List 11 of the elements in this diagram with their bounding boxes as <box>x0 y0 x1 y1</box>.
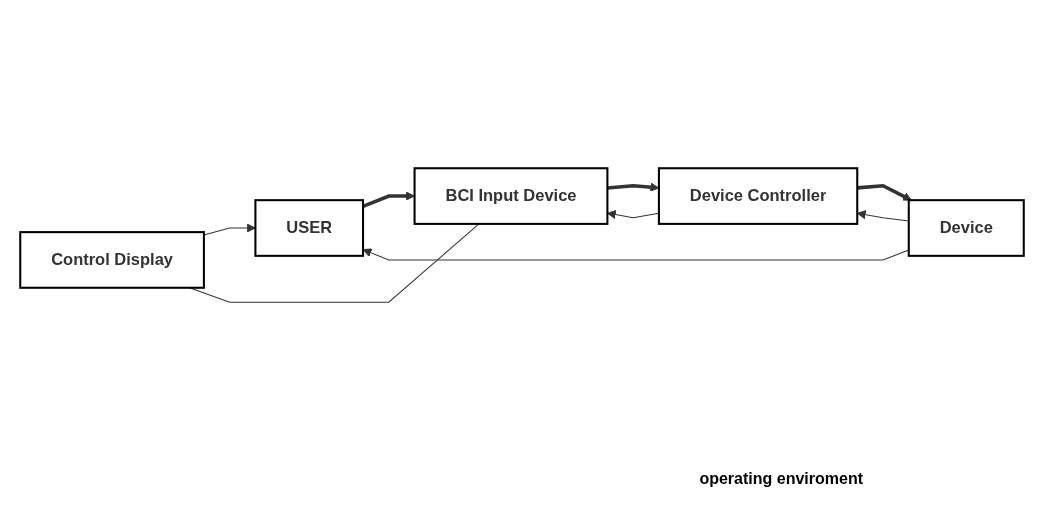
node-box: Control Display <box>18 230 205 289</box>
arrow <box>856 183 912 201</box>
node-box: Device Controller <box>657 167 858 225</box>
arrow <box>606 209 659 219</box>
note-text: operating enviroment <box>698 470 863 488</box>
arrow <box>606 182 659 192</box>
node-box: BCI Input Device <box>413 167 608 225</box>
node-box: Device <box>907 198 1025 257</box>
node-box: USER <box>253 198 364 257</box>
arrow <box>856 209 909 222</box>
arrow <box>362 248 909 261</box>
